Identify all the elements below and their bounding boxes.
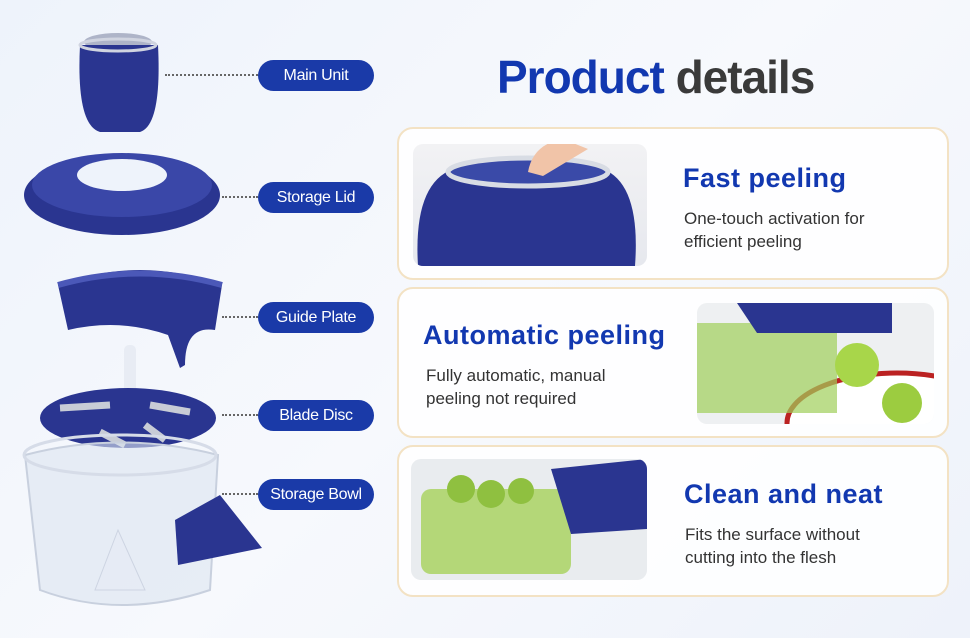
feature-heading: Automatic peeling <box>423 320 666 350</box>
feature-heading: Fast peeling <box>683 163 847 193</box>
label-blade-disc: Blade Disc <box>258 400 374 431</box>
connector-line <box>222 414 258 416</box>
storage-lid-image <box>24 153 220 235</box>
label-storage-lid: Storage Lid <box>258 182 374 213</box>
connector-line <box>222 316 258 318</box>
label-guide-plate: Guide Plate <box>258 302 374 333</box>
main-unit-image <box>78 33 159 132</box>
guide-plate-image <box>57 270 223 368</box>
feature-image <box>413 144 647 266</box>
connector-line <box>165 74 258 76</box>
feature-image <box>411 459 647 580</box>
feature-card-automatic-peeling: Automatic peeling Fully automatic, manua… <box>397 287 949 438</box>
feature-image <box>697 303 934 424</box>
product-exploded-view <box>22 33 262 606</box>
label-main-unit: Main Unit <box>258 60 374 91</box>
storage-bowl-image <box>22 433 262 606</box>
page-title: Product details <box>497 51 815 103</box>
blade-disc-image <box>40 345 216 449</box>
connector-line <box>222 493 258 495</box>
feature-heading: Clean and neat <box>684 479 884 509</box>
connector-line <box>222 196 258 198</box>
label-storage-bowl: Storage Bowl <box>258 479 374 510</box>
